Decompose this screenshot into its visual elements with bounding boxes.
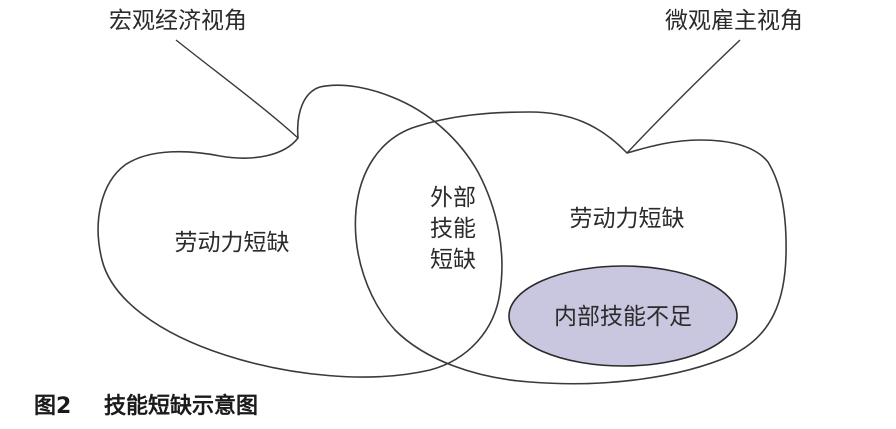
macro-leader-line: [175, 39, 299, 139]
micro-region-outline: [354, 111, 787, 385]
center-label-line-1: 外部: [430, 185, 476, 211]
macro-view-label: 宏观经济视角: [109, 8, 247, 34]
center-label-line-3: 短缺: [430, 247, 476, 273]
macro-region-outline: [97, 84, 503, 378]
inner-region-label: 内部技能不足: [554, 304, 692, 330]
left-region-label: 劳动力短缺: [175, 230, 290, 256]
inner-skill-gap-ellipse: [508, 265, 738, 367]
figure-title: 技能短缺示意图: [104, 393, 258, 419]
micro-leader-line: [626, 39, 741, 154]
center-label-line-2: 技能: [430, 216, 476, 242]
right-region-label: 劳动力短缺: [570, 206, 685, 232]
figure-number: 图2: [34, 394, 71, 419]
micro-view-label: 微观雇主视角: [665, 8, 803, 34]
